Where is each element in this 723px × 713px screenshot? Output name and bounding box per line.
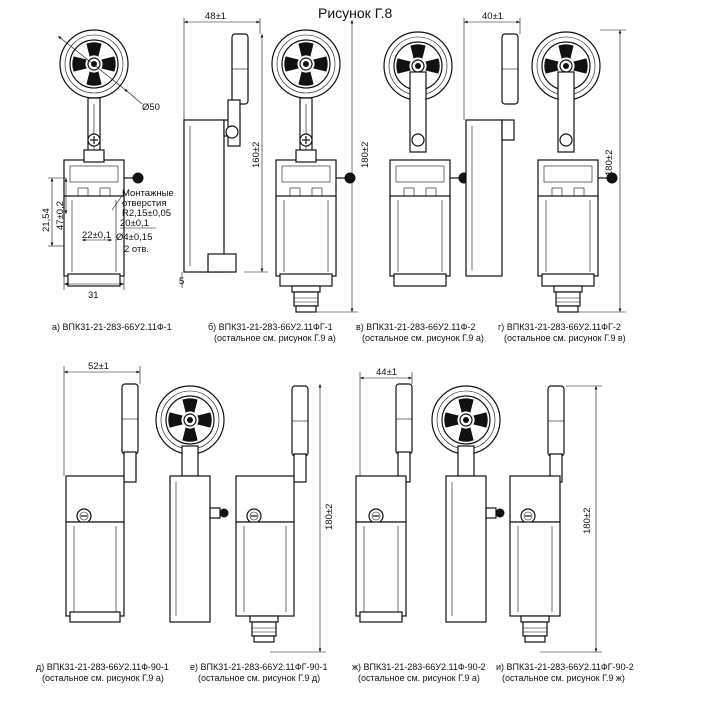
caption-e-2: (остальное см. рисунок Г.9 д) xyxy=(198,673,320,683)
caption-d-1: д) ВПК31-21-283-66У2.11Ф-90-1 xyxy=(36,662,169,672)
dim-group-180-b: 180±2 xyxy=(306,20,371,313)
view-d-side xyxy=(155,385,229,623)
note-count: 2 отв. xyxy=(124,244,149,255)
caption-d-2: (остальное см. рисунок Г.9 а) xyxy=(42,673,164,683)
dim-180-i: 180±2 xyxy=(582,508,593,534)
caption-a-1: а) ВПК31-21-283-66У2.11Ф-1 xyxy=(52,322,172,332)
dim-group-180-g: 180±2 xyxy=(568,29,626,313)
dim-22: 22±0,1 xyxy=(82,230,111,241)
view-e xyxy=(235,385,309,643)
dim-52: 52±1 xyxy=(88,361,109,372)
dim-group-180-i: 180±2 xyxy=(540,385,602,653)
view-b: 48±1 160±2 5 xyxy=(179,11,268,288)
view-v-side: 40±1 xyxy=(463,11,521,277)
view-i xyxy=(509,385,565,643)
caption-v-2: (остальное см. рисунок Г.9 а) xyxy=(362,333,484,343)
dim-180-g: 180±2 xyxy=(604,150,615,176)
dim-31: 31 xyxy=(88,290,99,301)
note-line1: Монтажные xyxy=(122,188,174,199)
view-zh-side xyxy=(431,385,505,623)
note-radius: R2,15±0,05 xyxy=(122,208,171,219)
dim-44: 44±1 xyxy=(376,367,397,378)
caption-i-2: (остальное см. рисунок Г.9 ж) xyxy=(502,673,625,683)
caption-b-1: б) ВПК31-21-283-66У2.11ФГ-1 xyxy=(208,322,333,332)
view-d: 52±1 xyxy=(63,361,141,623)
figure-title: Рисунок Г.8 xyxy=(318,5,392,21)
caption-g-1: г) ВПК31-21-283-66У2.11ФГ-2 xyxy=(498,322,621,332)
dim-180-e: 180±2 xyxy=(324,504,335,530)
caption-zh-2: (остальное см. рисунок Г.9 а) xyxy=(358,673,480,683)
view-zh: 44±1 xyxy=(355,367,413,623)
view-b-front xyxy=(271,29,356,313)
caption-v-1: в) ВПК31-21-283-66У2.11Ф-2 xyxy=(356,322,475,332)
dim-5: 5 xyxy=(179,276,184,287)
caption-e-1: е) ВПК31-21-283-66У2.11ФГ-90-1 xyxy=(190,662,328,672)
note-dim-20: 20±0,1 xyxy=(120,218,149,229)
dim-48: 48±1 xyxy=(205,11,226,22)
caption-b-2: (остальное см. рисунок Г.9 а) xyxy=(214,333,336,343)
dim-180-b: 180±2 xyxy=(360,142,371,168)
note-diameter-4: Ø4±0,15 xyxy=(116,232,152,243)
view-v xyxy=(383,31,470,287)
dim-47: 47±0,2 xyxy=(55,201,66,230)
caption-zh-1: ж) ВПК31-21-283-66У2.11Ф-90-2 xyxy=(352,662,486,672)
dim-21-54: 21,54 xyxy=(41,208,52,232)
dim-160: 160±2 xyxy=(251,142,262,168)
note-line2: отверстия xyxy=(122,198,167,209)
view-g xyxy=(531,31,618,313)
dim-group-180-e: 180±2 xyxy=(270,384,335,653)
caption-i-1: и) ВПК31-21-283-66У2.11ФГ-90-2 xyxy=(496,662,634,672)
dim-diameter-50: Ø50 xyxy=(142,102,160,113)
view-a: Ø50 21,54 47±0,2 22±0,1 31 Монтажные отв… xyxy=(41,29,174,301)
dim-40: 40±1 xyxy=(482,11,503,22)
caption-g-2: (остальное см. рисунок Г.9 в) xyxy=(504,333,626,343)
